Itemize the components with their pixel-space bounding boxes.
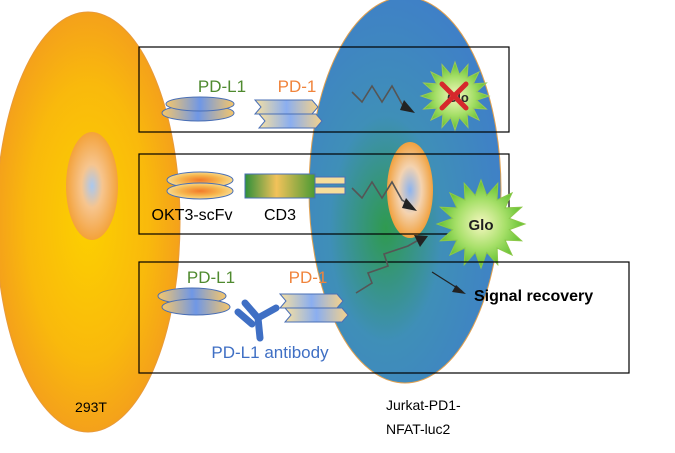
pd1-receptor-1 [253, 99, 323, 129]
okt3-scfv-ligand [166, 171, 234, 200]
signal-zigzag-3 [355, 235, 428, 294]
cell-293t-nucleus [66, 132, 118, 240]
glo-burst-1: Glo [419, 60, 491, 132]
cd3-label: CD3 [264, 207, 296, 224]
pd1-label-1: PD-1 [278, 77, 317, 96]
cd3-receptor [244, 173, 346, 199]
pdl1-ligand-3 [157, 287, 231, 316]
signal-recovery-label: Signal recovery [474, 288, 593, 305]
cell-jurkat-label-line1: Jurkat-PD1- [386, 397, 461, 413]
cell-293t-label: 293T [75, 399, 107, 415]
glo-label-2: Glo [469, 217, 494, 234]
panel-3-frame [138, 261, 630, 374]
cell-jurkat-nucleus [387, 142, 433, 238]
recovery-arrow [431, 271, 466, 294]
cross-icon [439, 81, 469, 111]
cell-293t [0, 11, 181, 433]
signal-zigzag-2 [351, 180, 417, 211]
pdl1-label-1: PD-L1 [198, 77, 246, 96]
panel-pdl1-pd1-inhibited: Glo PD-L1 PD-1 [138, 46, 510, 133]
pdl1-ligand-1 [161, 96, 235, 122]
panel-antibody-recovery: PD-L1 PD-1 PD-L1 antibody Signal recover… [138, 235, 630, 374]
antibody-icon [234, 299, 280, 342]
pdl1-label-3: PD-L1 [187, 268, 235, 287]
pd1-label-3: PD-1 [289, 268, 328, 287]
panel-1-frame [138, 46, 510, 133]
signal-zigzag-1 [351, 84, 415, 113]
pd1-receptor-3 [278, 293, 349, 323]
panel-okt3-cd3-activation: OKT3-scFv CD3 [138, 153, 510, 235]
okt3-label: OKT3-scFv [152, 207, 233, 224]
cell-jurkat-label-line2: NFAT-luc2 [386, 421, 451, 437]
glo-burst-2: Glo [435, 178, 527, 270]
antibody-label: PD-L1 antibody [211, 343, 329, 362]
